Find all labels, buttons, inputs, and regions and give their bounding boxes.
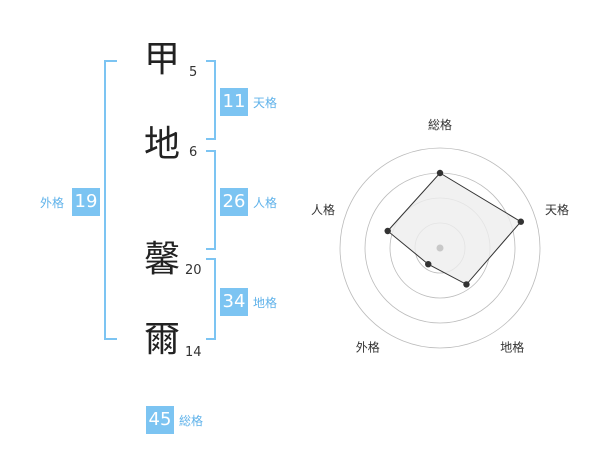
axis-label-jinkaku: 人格 — [311, 202, 335, 217]
radar-center-dot — [436, 244, 444, 252]
stroke-count-4: 14 — [185, 345, 202, 360]
chikaku-badge: 34 — [220, 288, 248, 316]
radar-chart: 総格 天格 地格 外格 人格 — [311, 117, 569, 355]
tenkaku-bracket — [206, 60, 216, 140]
radar-point — [425, 260, 432, 268]
radar-point — [384, 227, 391, 235]
soukaku-label: 総格 — [179, 414, 204, 428]
gaikaku-bracket — [104, 60, 117, 340]
jinkaku-badge: 26 — [220, 188, 248, 216]
tenkaku-label: 天格 — [253, 96, 278, 110]
stroke-count-2: 6 — [189, 145, 198, 160]
axis-label-tenkaku: 天格 — [545, 202, 569, 217]
stroke-count-1: 5 — [189, 65, 198, 80]
axis-label-gaikaku: 外格 — [356, 340, 380, 355]
gaikaku-label: 外格 — [40, 196, 65, 210]
stroke-count-3: 20 — [185, 263, 202, 278]
name-char-2: 地 — [143, 124, 180, 165]
tenkaku-badge: 11 — [220, 88, 248, 116]
soukaku-badge: 45 — [146, 406, 174, 434]
axis-label-chikaku: 地格 — [500, 340, 524, 355]
gaikaku-badge: 19 — [72, 188, 100, 216]
name-char-3: 馨 — [143, 239, 180, 280]
jinkaku-label: 人格 — [253, 196, 278, 210]
radar-point — [436, 169, 444, 177]
jinkaku-bracket — [206, 150, 216, 250]
name-char-4: 爾 — [143, 319, 180, 360]
axis-label-soukaku: 総格 — [428, 117, 452, 132]
radar-point — [463, 281, 470, 288]
radar-ring — [339, 147, 541, 349]
radar-points — [384, 169, 525, 288]
chikaku-bracket — [206, 258, 216, 340]
name-char-1: 甲 — [143, 39, 180, 80]
radar-series-area — [386, 172, 522, 286]
radar-point — [517, 218, 525, 225]
chikaku-label: 地格 — [253, 296, 278, 310]
